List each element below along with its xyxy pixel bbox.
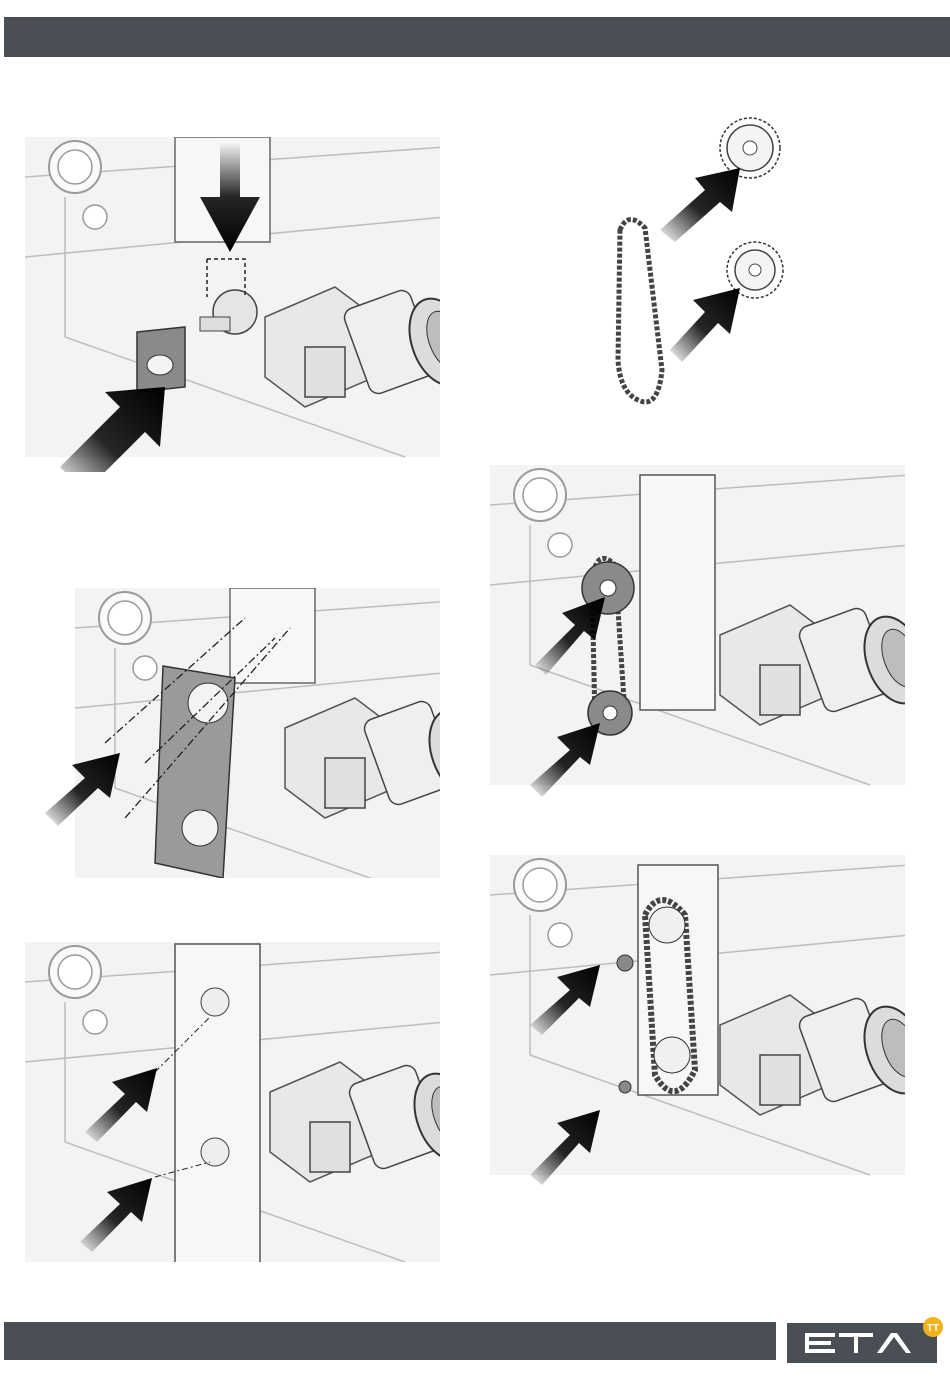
arrow-icon [660, 168, 740, 242]
header-bar [4, 17, 950, 57]
figure-remove-bracket [25, 137, 440, 472]
figure-sprockets-chain [600, 110, 790, 410]
sprocket-top [720, 118, 780, 178]
figure-fit-chain-washers [490, 855, 905, 1185]
figure-fit-sprockets [490, 465, 905, 800]
footer-bar [4, 1322, 776, 1360]
figure-insert-keys [25, 942, 440, 1262]
eta-logo-icon: TT [787, 1317, 947, 1363]
arrow-icon [670, 288, 740, 362]
svg-text:TT: TT [927, 1323, 939, 1334]
figure-mount-cover-plate [25, 588, 440, 878]
